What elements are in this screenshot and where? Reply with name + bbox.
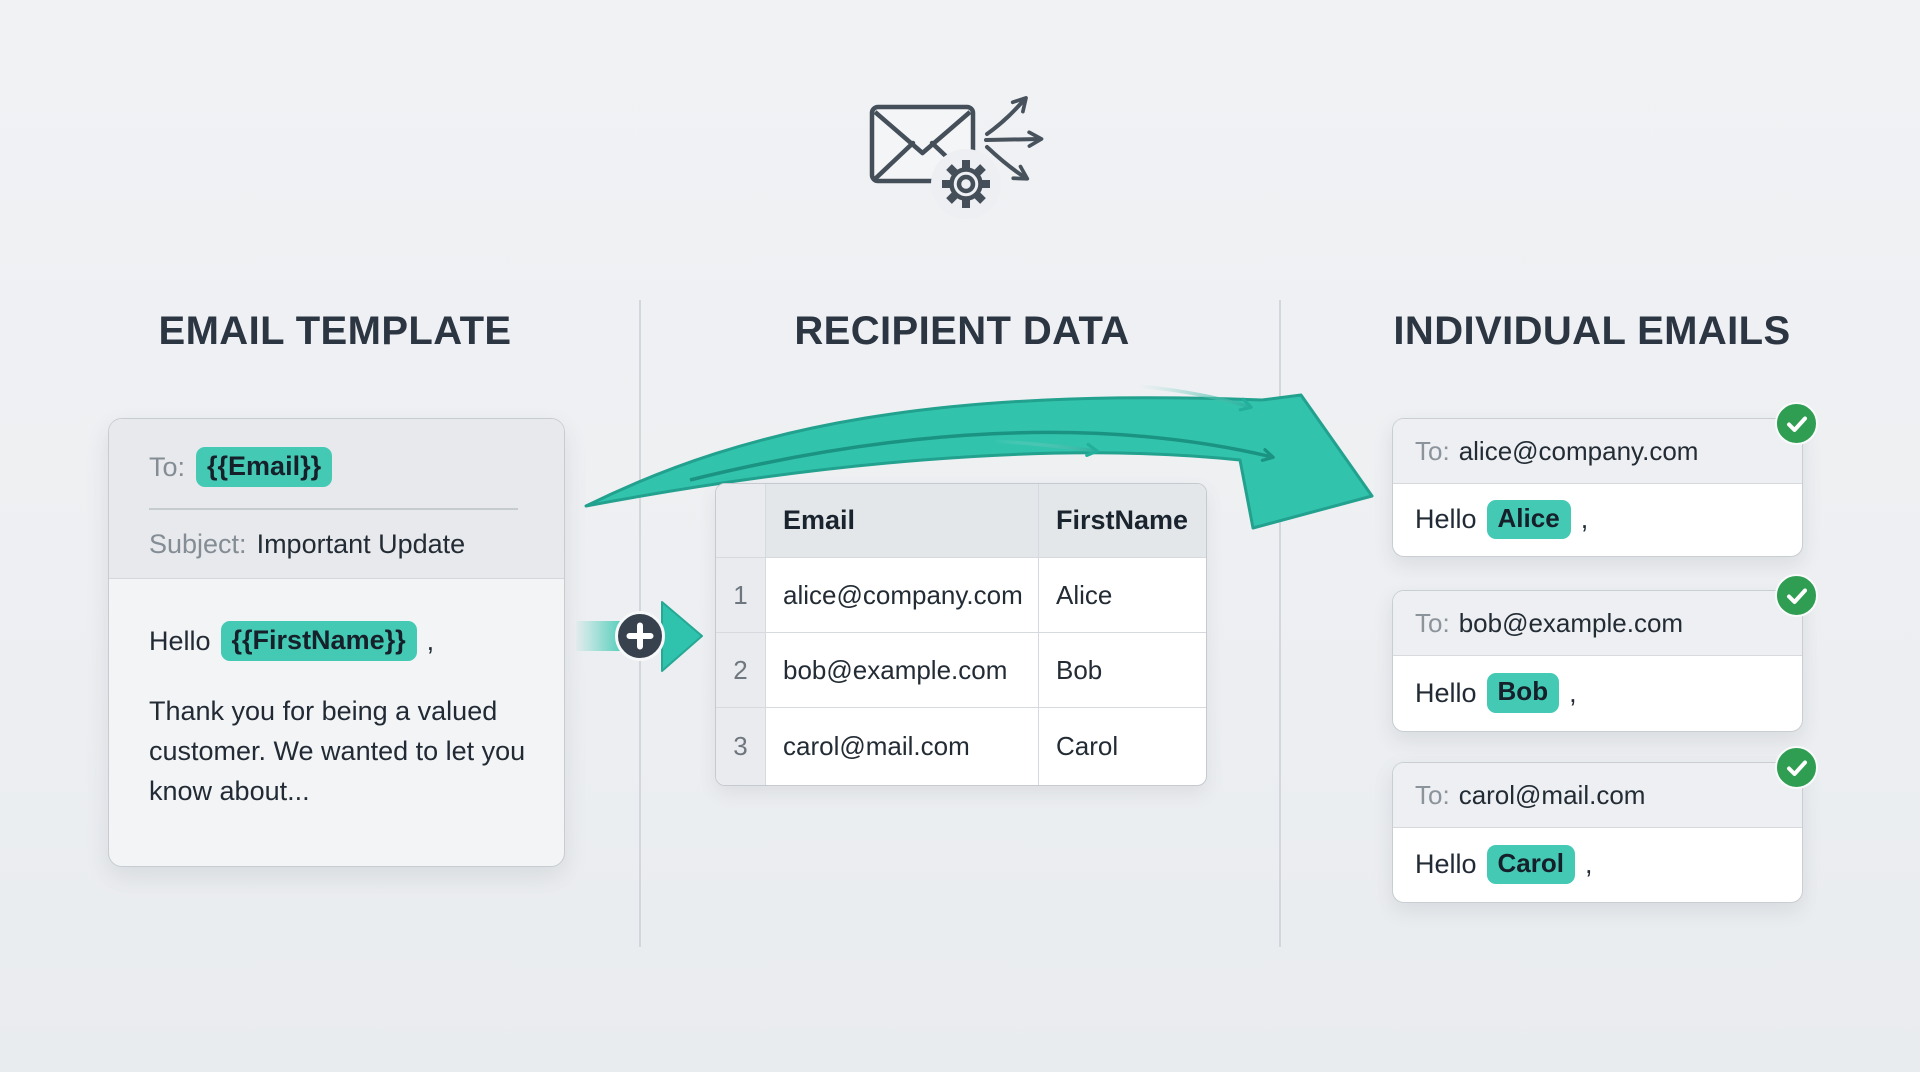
cell-email: alice@company.com [766,558,1039,633]
firstname-variable-chip: {{FirstName}} [220,621,417,662]
template-subject-row: Subject: Important Update [149,529,465,560]
email-card-carol: To: carol@mail.com Hello Carol , [1392,746,1818,903]
row-number: 1 [716,558,766,633]
divider-right [1279,300,1281,947]
title-recipient-data: RECIPIENT DATA [794,309,1130,353]
col-header-firstname: FirstName [1039,484,1206,558]
name-chip: Alice [1486,499,1571,540]
row-number: 3 [716,708,766,785]
email-template-card: To: {{Email}} Subject: Important Update … [108,418,565,867]
corner-cell [716,484,766,558]
email-card-header: To: carol@mail.com [1393,763,1802,828]
to-label: To: [1415,607,1450,638]
template-body-text: Thank you for being a valued customer. W… [149,696,526,807]
envelope-icon [869,104,976,184]
row-number: 2 [716,633,766,708]
email-variable-chip: {{Email}} [196,447,333,488]
fan-arrows-icon [984,96,1044,181]
template-to-row: To: {{Email}} [149,447,333,488]
small-arrow-bottom-icon [992,439,1099,457]
email-card-header: To: bob@example.com [1393,591,1802,656]
subject-value: Important Update [256,529,466,559]
title-individual-emails: INDIVIDUAL EMAILS [1393,309,1791,353]
recipient-table: Email FirstName 1 alice@company.com Alic… [715,483,1207,786]
check-icon [1775,574,1818,617]
template-card-header: To: {{Email}} Subject: Important Update [109,419,564,579]
to-address: carol@mail.com [1458,779,1646,810]
cell-firstname: Alice [1039,558,1206,633]
cell-email: bob@example.com [766,633,1039,708]
greeting-prefix: Hello [1415,504,1477,534]
gear-icon [931,149,1001,219]
to-address: alice@company.com [1458,435,1699,466]
to-label: To: [1415,779,1450,810]
greeting-suffix: , [1580,504,1589,534]
cell-email: carol@mail.com [766,708,1039,785]
email-card-body: Hello Bob , [1393,656,1802,730]
col-header-email: Email [766,484,1039,558]
divider-left [639,300,641,947]
greeting-suffix: , [1585,849,1593,879]
email-card-alice: To: alice@company.com Hello Alice , [1392,402,1818,557]
email-card-body: Hello Alice , [1393,484,1802,555]
greeting-prefix: Hello [1415,677,1477,708]
to-label: To: [1415,435,1450,466]
title-email-template: EMAIL TEMPLATE [158,309,512,353]
email-card-bob: To: bob@example.com Hello Bob , [1392,574,1818,732]
greeting-suffix: , [426,625,435,656]
greeting-prefix: Hello [1415,849,1477,879]
cell-firstname: Bob [1039,633,1206,708]
header-divider [149,508,518,510]
greeting-suffix: , [1569,677,1577,708]
template-card-body: Hello {{FirstName}} , Thank you for bein… [109,579,564,866]
check-icon [1775,746,1818,789]
name-chip: Carol [1486,844,1575,885]
to-label: To: [149,451,186,482]
to-address: bob@example.com [1458,607,1684,638]
name-chip: Bob [1486,673,1560,713]
email-card-header: To: alice@company.com [1393,419,1802,484]
cell-firstname: Carol [1056,731,1119,761]
subject-label: Subject: [149,529,247,559]
template-greeting: Hello {{FirstName}} , [149,621,524,662]
greeting-prefix: Hello [149,625,211,656]
small-arrow-top-icon [1137,384,1253,412]
check-icon [1775,402,1818,445]
email-card-body: Hello Carol , [1393,828,1802,901]
